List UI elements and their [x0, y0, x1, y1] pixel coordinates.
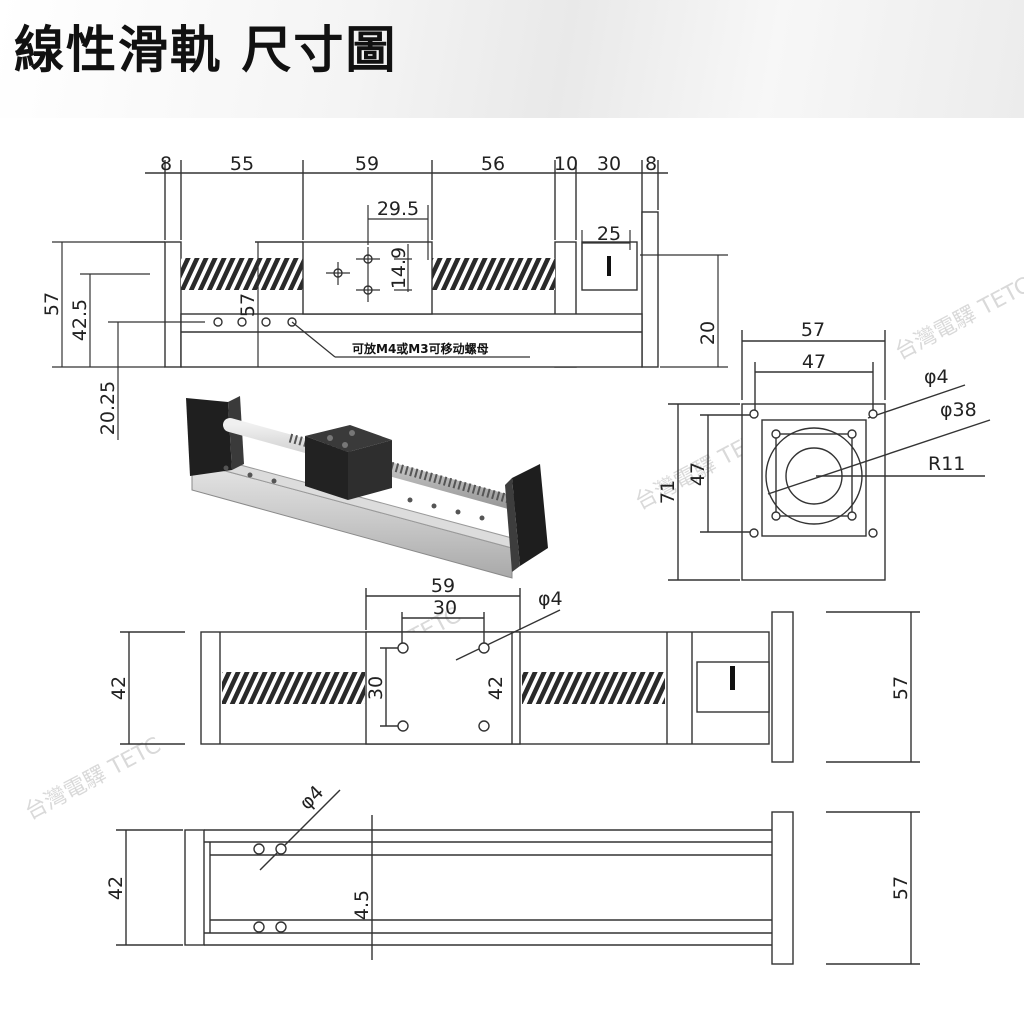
end-hole: [771, 429, 781, 439]
rail-hole: [213, 317, 223, 327]
end-hole: [868, 409, 878, 419]
page-title: 線性滑軌 尺寸圖: [14, 21, 398, 79]
rail-hole: [253, 921, 265, 933]
dim-label: 71: [657, 480, 679, 504]
dim-label: 20.25: [97, 381, 119, 435]
dim-label: φ4: [295, 781, 328, 814]
dim-label: φ4: [924, 366, 949, 388]
dim-label: 42: [105, 876, 127, 900]
dim-label: 25: [597, 223, 621, 245]
watermark-text: 台灣電驛 TETC: [891, 273, 1024, 365]
header-banner: 線性滑軌 尺寸圖: [0, 0, 1024, 118]
dim-label: 29.5: [377, 198, 419, 220]
mounting-note: 可放M4或M3可移动螺母: [352, 341, 489, 356]
top-view-marks: [222, 642, 735, 732]
end-hole: [847, 511, 857, 521]
watermark-text: 台灣電驛 TETC: [21, 733, 165, 825]
dim-label: 56: [481, 153, 505, 175]
dim-label: 57: [237, 293, 259, 317]
end-view-holes: [749, 409, 878, 538]
dim-label: 42: [108, 676, 130, 700]
carriage-hole: [478, 720, 490, 732]
dim-label: 59: [355, 153, 379, 175]
rail-hole: [253, 843, 265, 855]
dim-label: 20: [697, 321, 719, 345]
dim-label: 8: [160, 153, 172, 175]
lead-screw: [522, 672, 665, 704]
end-view: [668, 330, 991, 581]
dim-label: 30: [597, 153, 621, 175]
dim-label: 47: [802, 351, 826, 373]
carriage-hole: [397, 720, 409, 732]
dim-label: 8: [645, 153, 657, 175]
end-hole: [771, 511, 781, 521]
dim-label: 59: [431, 575, 455, 597]
dim-label: 42.5: [69, 299, 91, 341]
front-view-marks: 8 55 59 56 10 30 8 29.5 14.9 25 57 42.5 …: [41, 153, 728, 440]
bottom-view-holes: [253, 843, 287, 933]
dim-label: 57: [890, 676, 912, 700]
dim-label: 57: [41, 292, 63, 316]
dim-label: 4.5: [351, 890, 373, 920]
rail-hole: [261, 317, 271, 327]
dim-label: 10: [554, 153, 578, 175]
dim-label: 57: [890, 876, 912, 900]
bottom-view: [116, 789, 920, 965]
dim-label: φ4: [538, 588, 563, 610]
dim-label: 14.9: [388, 247, 410, 289]
dim-label: 57: [801, 319, 825, 341]
dim-label: 47: [687, 462, 709, 486]
motor-indicator: [730, 666, 735, 690]
rail-hole: [275, 921, 287, 933]
end-hole: [847, 429, 857, 439]
carriage-hole: [478, 642, 490, 654]
product-photo: [186, 396, 548, 579]
lead-screw: [222, 672, 365, 704]
end-hole: [868, 528, 878, 538]
carriage-hole: [397, 642, 409, 654]
rail-hole: [237, 317, 247, 327]
motor-indicator: [607, 256, 611, 276]
end-hole: [749, 409, 759, 419]
dim-label: 30: [365, 676, 387, 700]
dim-label: 55: [230, 153, 254, 175]
dim-label: φ38: [940, 399, 977, 421]
dim-label: R11: [928, 453, 965, 475]
dim-label: 30: [433, 597, 457, 619]
dim-label: 42: [485, 676, 507, 700]
end-hole: [749, 528, 759, 538]
rail-hole: [275, 843, 287, 855]
